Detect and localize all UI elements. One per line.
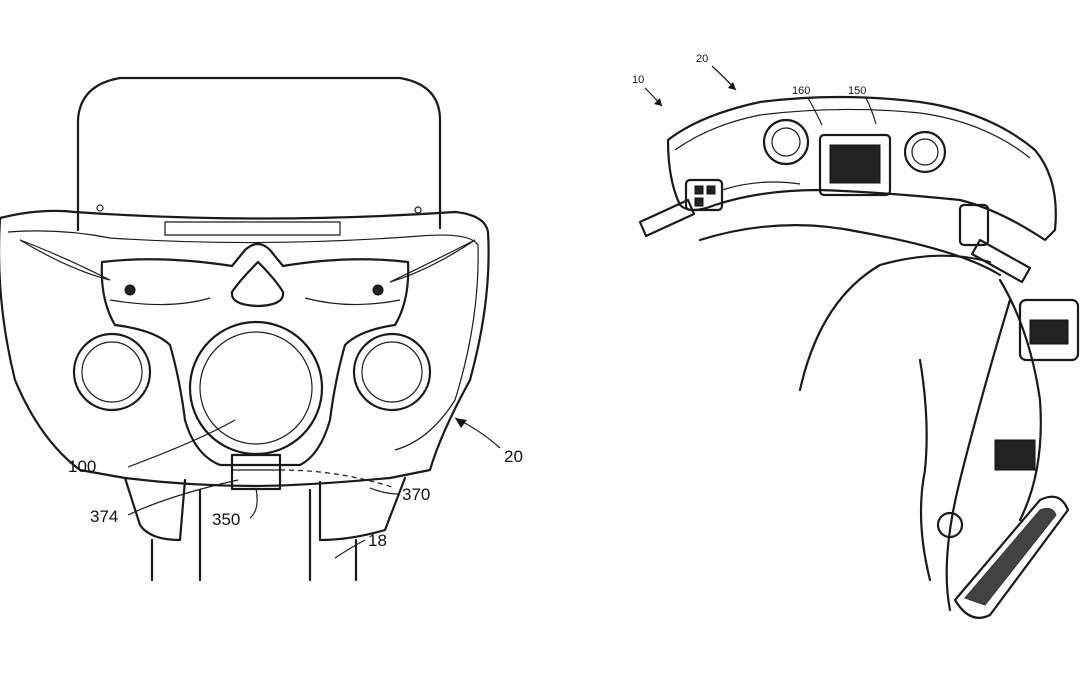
teardrop-ornament: [230, 260, 285, 308]
right-speaker-ring: [352, 332, 432, 412]
arrow-20-right: [728, 82, 736, 90]
windshield: [76, 76, 442, 232]
leader-350: [249, 487, 258, 519]
leader-374: [127, 479, 239, 516]
label-20-right: 20: [696, 53, 708, 65]
panel-bolt-left: [124, 284, 136, 296]
panel-trim-left: [109, 297, 211, 306]
right-vent: [389, 239, 476, 283]
perspective-display: [818, 133, 892, 197]
windshield-mount-right: [414, 206, 422, 214]
foot-peg-mount: [936, 511, 964, 539]
perspective-fairing: [666, 95, 1057, 242]
tank-side: [798, 254, 992, 392]
label-374: 374: [90, 507, 118, 526]
perspective-gauge-right: [903, 130, 947, 174]
left-switch-housing: [684, 178, 724, 212]
housing-dashed-outline: [279, 469, 396, 489]
fuel-tank: [698, 224, 1002, 277]
label-10: 10: [632, 74, 644, 86]
front-fork: [945, 298, 1012, 612]
left-clutch-lever: [721, 181, 801, 191]
perspective-gauge-right-face: [911, 138, 939, 166]
right-grip: [970, 238, 1032, 284]
label-350: 350: [212, 510, 240, 529]
switch-button-2: [706, 185, 716, 195]
perspective-display-screen: [829, 144, 881, 184]
left-speaker-ring: [72, 332, 152, 412]
label-160: 160: [792, 85, 810, 97]
lower-skirt: [123, 476, 187, 542]
label-370: 370: [402, 485, 430, 504]
arrow-20: [455, 418, 467, 428]
label-20-left: 20: [504, 447, 523, 466]
label-18: 18: [368, 531, 387, 550]
perspective-view: [638, 65, 1080, 619]
side-mirror-detail: [1029, 319, 1069, 345]
right-switch-housing: [958, 203, 990, 247]
inner-panel: [100, 242, 410, 467]
left-vent: [19, 239, 111, 281]
center-gauge: [199, 331, 313, 445]
label-100: 100: [68, 457, 96, 476]
center-gauge-ring: [188, 320, 324, 456]
label-150: 150: [848, 85, 866, 97]
lower-skirt-right: [318, 476, 407, 542]
perspective-gauge-left: [762, 118, 810, 166]
right-speaker: [361, 341, 423, 403]
engine-grille: [994, 439, 1036, 471]
panel-trim-right: [304, 297, 401, 306]
fairing-outer: [0, 209, 490, 488]
windshield-mount-left: [96, 204, 104, 212]
leader-150: [865, 97, 877, 125]
leader-370: [369, 487, 399, 495]
floorboard: [953, 495, 1070, 619]
left-grip: [638, 198, 696, 238]
side-mirror-housing: [1018, 298, 1080, 362]
leader-100: [127, 419, 236, 468]
left-speaker: [81, 341, 143, 403]
frame-rail: [998, 278, 1042, 522]
fairing-inner-contour: [7, 230, 479, 451]
front-fairing-view: [0, 76, 501, 582]
perspective-gauge-left-face: [771, 127, 801, 157]
arrow-10: [654, 98, 662, 106]
leader-160: [807, 97, 823, 126]
tank-lower: [918, 358, 932, 582]
leader-18: [334, 539, 366, 559]
switch-button-3: [694, 197, 704, 207]
windshield-base: [164, 221, 341, 236]
floorboard-grip: [964, 507, 1057, 606]
perspective-fairing-inner: [674, 108, 1031, 159]
panel-bolt-right: [372, 284, 384, 296]
connector-housing: [230, 453, 282, 491]
switch-button-1: [694, 185, 704, 195]
